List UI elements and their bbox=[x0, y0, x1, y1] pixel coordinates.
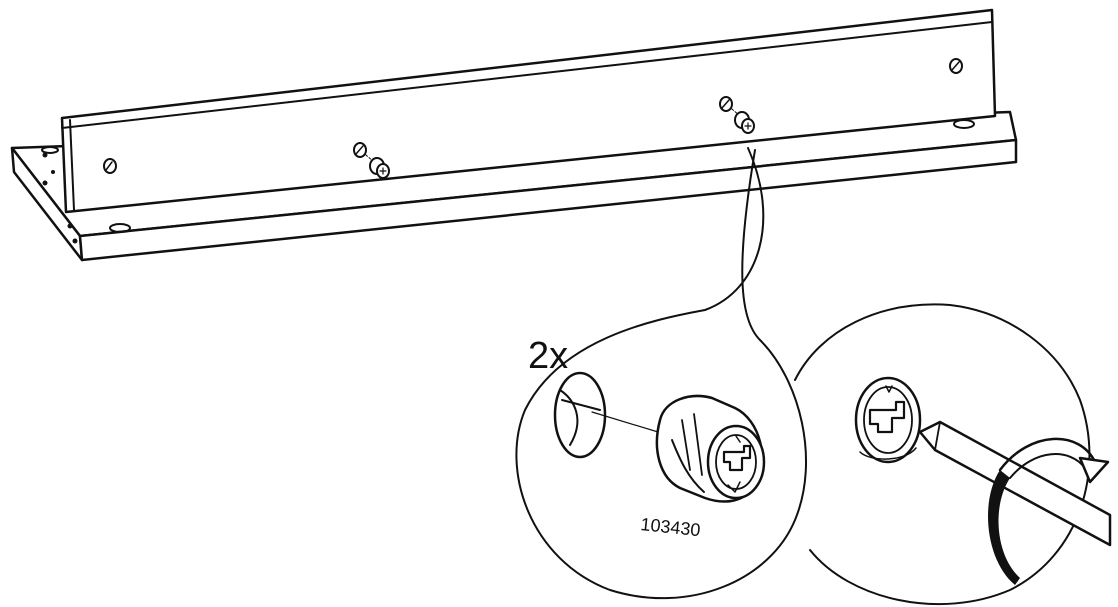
part-number: 103430 bbox=[640, 514, 702, 540]
quantity-label: 2x bbox=[528, 335, 568, 377]
flange-holes bbox=[41, 119, 975, 233]
cam-lock-fitting-right bbox=[719, 96, 755, 134]
detail-circle-tighten bbox=[794, 303, 1112, 606]
wall-holes bbox=[103, 58, 963, 174]
flathead-screwdriver-icon bbox=[918, 420, 1112, 547]
detail-circle-insert bbox=[515, 147, 807, 600]
panel-hole bbox=[553, 371, 607, 459]
rotation-arrow-icon bbox=[988, 437, 1110, 585]
fitting-face bbox=[854, 376, 922, 464]
l-shaped-panel bbox=[10, 8, 1018, 262]
cam-lock-fitting-icon bbox=[655, 394, 766, 503]
cam-lock-fitting-left bbox=[353, 142, 390, 179]
